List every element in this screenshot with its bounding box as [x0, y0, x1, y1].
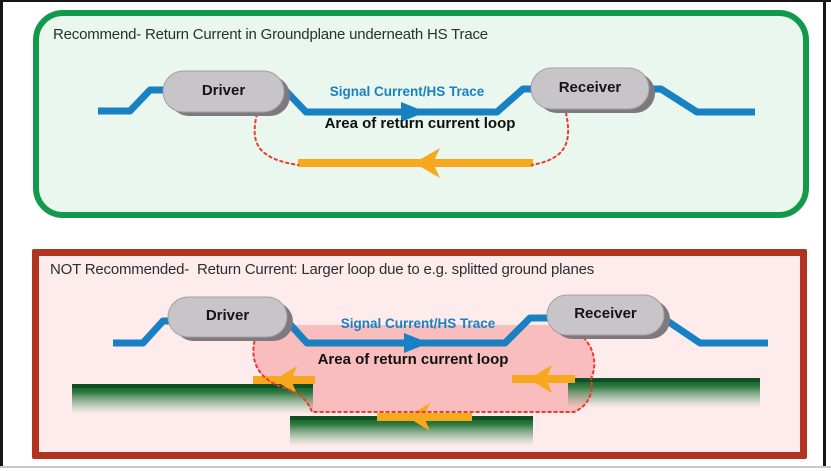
bad-return-loop-area-label: Area of return current loop [317, 351, 509, 368]
good-driver-label: Driver [201, 82, 246, 99]
bad-receiver-label: Receiver [574, 305, 637, 322]
recommended-panel [33, 10, 809, 218]
bad-driver-label: Driver [205, 307, 250, 324]
bad-receiver-capsule [546, 294, 670, 339]
good-driver-capsule [162, 70, 290, 116]
good-loop-dashed-arc-right [531, 112, 570, 166]
signal-current-arrow-icon [404, 333, 429, 353]
good-receiver-capsule [530, 67, 655, 113]
return-current-arrow-icon [274, 366, 297, 394]
image-frame-right [823, 0, 826, 467]
return-current-arrow-icon [407, 403, 430, 431]
bad-return-loop-area-blob [253, 325, 595, 412]
recommended-title: Recommend- Return Current in Groundplane… [53, 26, 488, 43]
good-loop-dashed-arc-left [253, 113, 299, 166]
return-current-arrow-icon [529, 365, 552, 393]
image-frame-left [0, 0, 3, 467]
good-signal-current-label: Signal Current/HS Trace [329, 84, 485, 99]
good-receiver-label: Receiver [558, 79, 622, 96]
signal-current-arrow-icon [401, 102, 426, 122]
return-current-arrow-icon [414, 148, 440, 178]
bad-signal-current-label: Signal Current/HS Trace [340, 316, 496, 331]
not-recommended-title: NOT Recommended- Return Current: Larger … [50, 261, 595, 278]
good-return-current-line [298, 148, 533, 178]
good-return-loop-area-label: Area of return current loop [324, 115, 516, 132]
image-frame-bottom [0, 466, 831, 468]
bad-driver-capsule [167, 296, 293, 341]
bad-return-current-arrow-middle [377, 403, 472, 431]
bad-ground-plane-left [72, 384, 313, 414]
image-frame-top [0, 0, 831, 2]
bad-return-current-arrow-left [253, 366, 315, 394]
bad-return-current-arrow-right [512, 365, 575, 393]
bad-ground-plane-right [568, 378, 760, 408]
